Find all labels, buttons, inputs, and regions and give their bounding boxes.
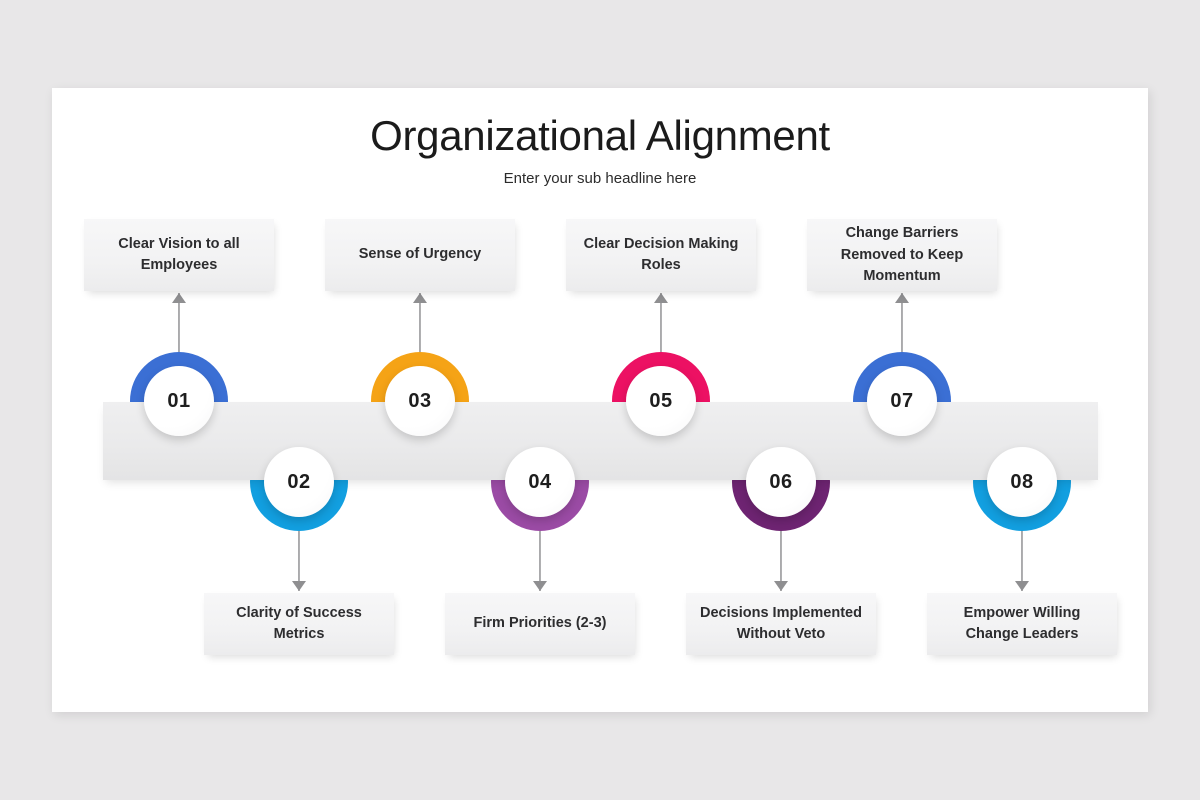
step-label-box-05[interactable]: Clear Decision Making Roles (566, 219, 756, 291)
step-knob-04[interactable]: 04 (505, 447, 575, 517)
step-label-box-07[interactable]: Change Barriers Removed to Keep Momentum (807, 219, 997, 291)
arrow-up-icon (654, 293, 668, 303)
page-subtitle: Enter your sub headline here (503, 170, 697, 188)
step-knob-06[interactable]: 06 (746, 447, 816, 517)
arrow-down-icon (292, 581, 306, 591)
step-number-03: 03 (408, 389, 432, 412)
header: Organizational Alignment Enter your sub … (52, 112, 1148, 187)
step-number-08: 08 (1010, 470, 1034, 493)
step-connector-04 (533, 531, 547, 591)
step-knob-01[interactable]: 01 (144, 366, 214, 436)
step-number-05: 05 (649, 389, 673, 412)
step-label-text-06: Decisions Implemented Without Veto (700, 604, 862, 642)
step-knob-03[interactable]: 03 (385, 366, 455, 436)
arrow-down-icon (533, 581, 547, 591)
connector-stem (1021, 531, 1023, 591)
connector-stem (901, 293, 903, 352)
connector-stem (178, 293, 180, 352)
step-number-06: 06 (769, 470, 793, 493)
connector-stem (298, 531, 300, 591)
step-number-02: 02 (287, 470, 311, 493)
step-connector-07 (895, 293, 909, 352)
connector-stem (539, 531, 541, 591)
step-connector-02 (292, 531, 306, 591)
step-label-text-01: Clear Vision to all Employees (118, 235, 240, 273)
arrow-up-icon (895, 293, 909, 303)
step-label-text-08: Empower Willing Change Leaders (963, 604, 1081, 642)
step-label-box-02[interactable]: Clarity of Success Metrics (204, 593, 394, 655)
arrow-up-icon (413, 293, 427, 303)
slide-card: Organizational Alignment Enter your sub … (52, 88, 1148, 712)
arrow-down-icon (774, 581, 788, 591)
step-knob-07[interactable]: 07 (867, 366, 937, 436)
step-label-text-03: Sense of Urgency (358, 246, 482, 263)
connector-stem (419, 293, 421, 352)
step-label-box-04[interactable]: Firm Priorities (2-3) (445, 593, 635, 655)
step-knob-02[interactable]: 02 (264, 447, 334, 517)
timeline-band (103, 402, 1098, 480)
step-connector-03 (413, 293, 427, 352)
step-knob-05[interactable]: 05 (626, 366, 696, 436)
page-title: Organizational Alignment (370, 112, 830, 159)
step-label-text-02: Clarity of Success Metrics (236, 604, 362, 642)
step-connector-05 (654, 293, 668, 352)
step-label-box-06[interactable]: Decisions Implemented Without Veto (686, 593, 876, 655)
step-connector-06 (774, 531, 788, 591)
step-knob-08[interactable]: 08 (987, 447, 1057, 517)
step-label-box-03[interactable]: Sense of Urgency (325, 219, 515, 291)
step-number-01: 01 (167, 389, 191, 412)
step-label-text-04: Firm Priorities (2-3) (473, 615, 607, 632)
step-number-07: 07 (890, 389, 914, 412)
step-connector-08 (1015, 531, 1029, 591)
arrow-up-icon (172, 293, 186, 303)
arrow-down-icon (1015, 581, 1029, 591)
step-label-text-05: Clear Decision Making Roles (583, 235, 739, 273)
step-connector-01 (172, 293, 186, 352)
connector-stem (780, 531, 782, 591)
step-label-box-08[interactable]: Empower Willing Change Leaders (927, 593, 1117, 655)
step-label-text-07: Change Barriers Removed to Keep Momentum (840, 225, 964, 284)
step-label-box-01[interactable]: Clear Vision to all Employees (84, 219, 274, 291)
connector-stem (660, 293, 662, 352)
step-number-04: 04 (528, 470, 552, 493)
